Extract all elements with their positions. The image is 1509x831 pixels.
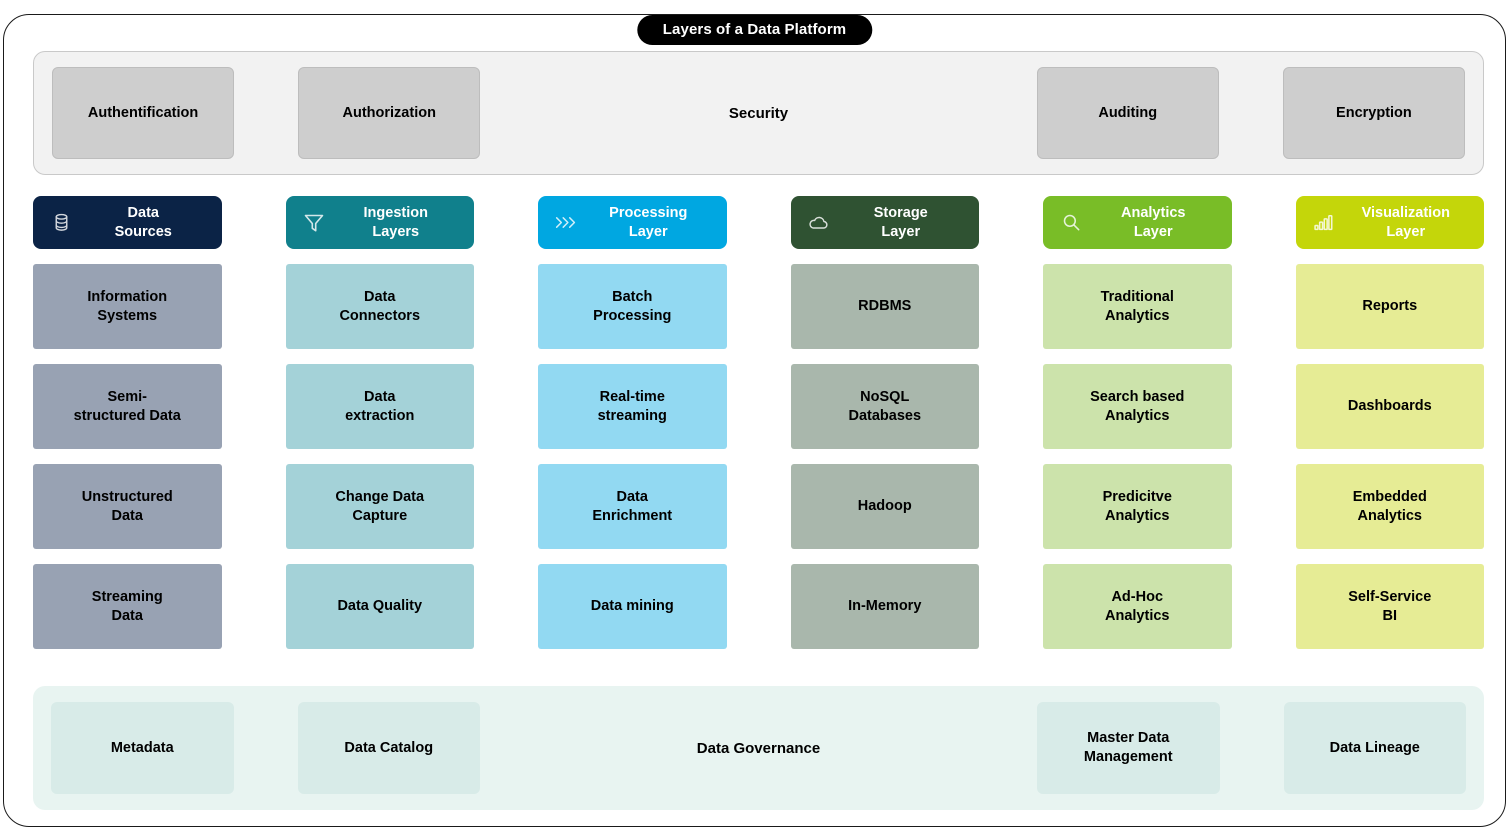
band-chip[interactable]: Data Lineage	[1283, 702, 1466, 794]
layer-cell[interactable]: Reports	[1295, 264, 1484, 349]
layer-cell[interactable]: Hadoop	[790, 464, 979, 549]
band-chip-placeholder	[544, 67, 726, 159]
band-chip[interactable]: Encryption	[1282, 67, 1465, 159]
band-chip[interactable]: Metadata	[51, 702, 234, 794]
layer-cell[interactable]: In-Memory	[790, 564, 979, 649]
cloud-icon	[801, 206, 837, 240]
bar-chart-icon	[1306, 206, 1342, 240]
layer-cell[interactable]: Data Quality	[285, 564, 474, 649]
database-icon	[43, 206, 79, 240]
band-chip[interactable]: Data Catalog	[297, 702, 480, 794]
layer-cell[interactable]: Data mining	[538, 564, 727, 649]
layer-cell[interactable]: RDBMS	[790, 264, 979, 349]
band-chip[interactable]: Authentification	[52, 67, 235, 159]
funnel-icon	[296, 206, 332, 240]
diagram-frame: Layers of a Data Platform Security Authe…	[3, 14, 1506, 827]
magnifier-icon	[1053, 206, 1089, 240]
layer-cell[interactable]: Dashboards	[1295, 364, 1484, 449]
layout-spacer	[33, 649, 1484, 686]
chevrons-right-icon	[548, 206, 584, 240]
page-title: Layers of a Data Platform	[636, 15, 873, 45]
security-chip-grid: Authentification Authorization Auditing Enc…	[34, 52, 1483, 174]
band-chip[interactable]: Authorization	[298, 67, 481, 159]
band-chip-placeholder	[791, 702, 974, 794]
band-chip[interactable]: Auditing	[1036, 67, 1219, 159]
layer-cell[interactable]: Semi-structured Data	[33, 364, 222, 449]
band-chip-placeholder	[791, 67, 973, 159]
band-chip-placeholder	[544, 702, 727, 794]
